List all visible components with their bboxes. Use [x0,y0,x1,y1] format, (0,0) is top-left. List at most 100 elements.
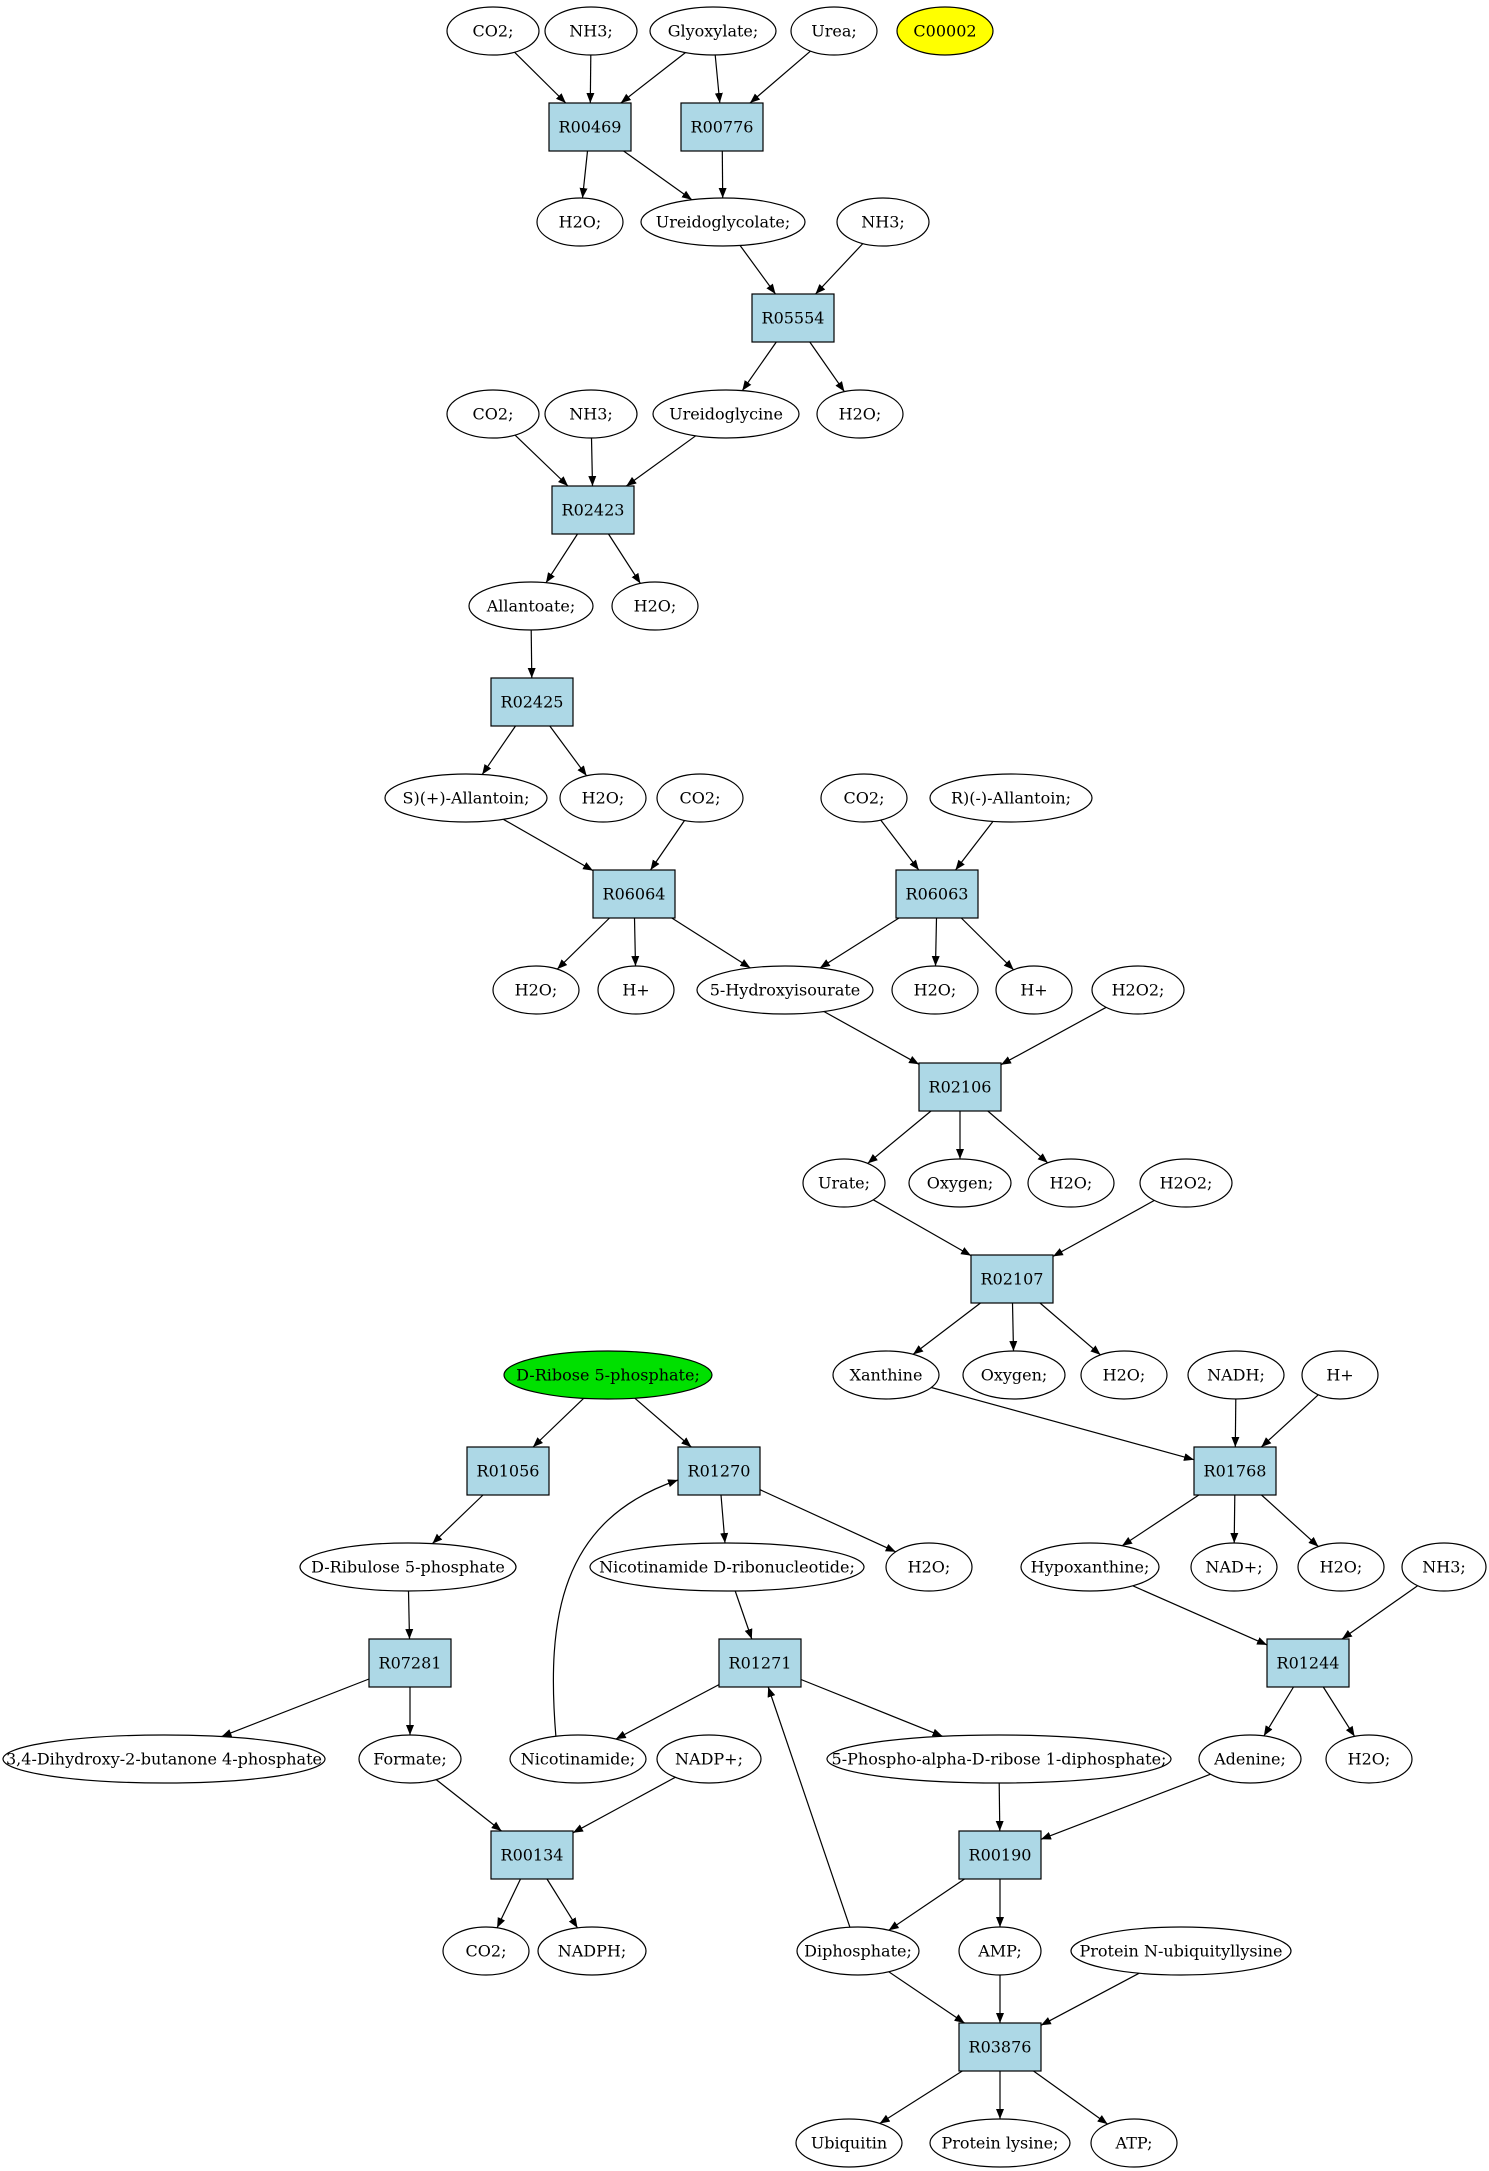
compound-ellipse [1027,1158,1115,1208]
compound-ellipse [544,389,638,439]
compound-node-m-h2o-2[interactable]: H2O; [816,389,904,439]
reaction-node-r-R06064[interactable]: R06064 [592,869,676,919]
node-label: R02106 [929,1078,992,1097]
node-label: Ubiquitin [811,2134,887,2153]
compound-node-m-nadph[interactable]: NADPH; [537,1926,647,1976]
compound-node-m-c00002[interactable]: C00002 [896,6,994,56]
compound-node-m-xanthine[interactable]: Xanthine [832,1350,940,1400]
compound-node-m-h2o-8[interactable]: H2O; [1080,1350,1168,1400]
compound-node-m-protein-lysine[interactable]: Protein lysine; [929,2118,1071,2168]
reaction-node-r-R03876[interactable]: R03876 [958,2022,1042,2072]
edge-m-nicotinamide-to-r-R01270 [552,1479,679,1739]
edge-m-co2-3-to-r-R06064 [650,820,686,871]
reaction-node-r-R02106[interactable]: R02106 [918,1062,1002,1112]
compound-node-m-ureidoglycolate[interactable]: Ureidoglycolate; [640,197,806,247]
node-label: Adenine; [1213,1750,1286,1769]
reaction-node-r-R01271[interactable]: R01271 [718,1638,802,1688]
compound-node-m-h2o-6[interactable]: H2O; [891,965,979,1015]
compound-node-m-h2o-5[interactable]: H2O; [492,965,580,1015]
compound-node-m-h2o-1[interactable]: H2O; [536,197,624,247]
edge-r-R07281-to-m-dhbp [221,1678,370,1738]
compound-node-m-amp[interactable]: AMP; [958,1926,1042,1976]
compound-node-m-h2o2-1[interactable]: H2O2; [1091,965,1185,1015]
compound-node-m-hypoxanthine[interactable]: Hypoxanthine; [1020,1542,1160,1592]
reaction-node-r-R01270[interactable]: R01270 [677,1446,761,1496]
compound-node-m-glyox[interactable]: Glyoxylate; [649,6,777,56]
compound-node-m-nmn[interactable]: Nicotinamide D-ribonucleotide; [589,1542,865,1592]
edge-m-nadh-to-r-R01768 [1231,1398,1240,1448]
compound-node-m-urate[interactable]: Urate; [802,1158,886,1208]
compound-node-m-diphosphate[interactable]: Diphosphate; [796,1926,920,1976]
compound-node-m-nh3-1[interactable]: NH3; [544,6,638,56]
compound-node-m-ureidoglycine[interactable]: Ureidoglycine [652,389,800,439]
reaction-node-r-R00134[interactable]: R00134 [490,1830,574,1880]
edge-r-R03876-to-m-atp [1033,2070,1108,2125]
node-label: Oxygen; [927,1174,994,1193]
compound-node-m-5hiu[interactable]: 5-Hydroxyisourate [696,965,874,1015]
reaction-node-r-R02107[interactable]: R02107 [970,1254,1054,1304]
edge-m-urate-to-r-R02107 [873,1199,972,1257]
compound-node-m-hplus-1[interactable]: H+ [597,965,675,1015]
compound-node-m-nicotinamide[interactable]: Nicotinamide; [509,1734,647,1784]
compound-node-m-h2o-9[interactable]: H2O; [885,1542,973,1592]
reaction-node-r-R02425[interactable]: R02425 [490,677,574,727]
compound-node-m-s-allantoin[interactable]: S)(+)-Allantoin; [384,773,548,823]
compound-node-m-nadplus[interactable]: NAD+; [1190,1542,1278,1592]
reaction-node-r-R01768[interactable]: R01768 [1193,1446,1277,1496]
compound-node-m-ribulose5p[interactable]: D-Ribulose 5-phosphate [299,1542,517,1592]
reaction-node-r-R05554[interactable]: R05554 [751,293,835,343]
compound-node-m-co2-1[interactable]: CO2; [446,6,540,56]
compound-node-m-nadh[interactable]: NADH; [1187,1350,1285,1400]
compound-node-m-protein-ubl[interactable]: Protein N-ubiquityllysine [1070,1926,1292,1976]
node-label: 5-Phospho-alpha-D-ribose 1-diphosphate; [832,1750,1167,1769]
reaction-node-r-R00776[interactable]: R00776 [680,102,764,152]
edge-r-R06064-to-m-5hiu [671,917,751,969]
compound-node-m-h2o2-2[interactable]: H2O2; [1139,1158,1233,1208]
compound-node-m-urea[interactable]: Urea; [790,6,878,56]
reaction-node-r-R00190[interactable]: R00190 [958,1830,1042,1880]
compound-node-m-nh3-4[interactable]: NH3; [1401,1542,1487,1592]
reaction-box [551,485,635,535]
compound-node-m-h2o-10[interactable]: H2O; [1297,1542,1385,1592]
reaction-node-r-R06063[interactable]: R06063 [895,869,979,919]
compound-node-m-co2-5[interactable]: CO2; [442,1926,530,1976]
node-label: Nicotinamide; [521,1750,636,1769]
reaction-node-r-R00469[interactable]: R00469 [548,102,632,152]
node-label: Ureidoglycolate; [656,213,791,232]
compound-node-m-co2-2[interactable]: CO2; [446,389,540,439]
node-label: R00776 [691,118,754,137]
edge-r-R00469-to-m-h2o-1 [579,150,589,199]
compound-node-m-nadpplus[interactable]: NADP+; [656,1734,762,1784]
reaction-node-r-R07281[interactable]: R07281 [368,1638,452,1688]
compound-node-m-r-allantoin[interactable]: R)(-)-Allantoin; [929,773,1093,823]
node-label: H2O; [839,405,882,424]
compound-node-m-dhbp[interactable]: 3,4-Dihydroxy-2-butanone 4-phosphate [2,1734,326,1784]
compound-node-m-hplus-3[interactable]: H+ [1301,1350,1379,1400]
compound-ellipse [896,6,994,56]
compound-node-m-hplus-2[interactable]: H+ [995,965,1073,1015]
compound-node-m-oxygen-1[interactable]: Oxygen; [908,1158,1012,1208]
compound-node-m-nh3-2[interactable]: NH3; [836,197,930,247]
compound-node-m-co2-3[interactable]: CO2; [656,773,744,823]
compound-node-m-ribose5p[interactable]: D-Ribose 5-phosphate; [503,1350,713,1400]
compound-ellipse [446,6,540,56]
reaction-node-r-R01056[interactable]: R01056 [466,1446,550,1496]
compound-node-m-ubiquitin[interactable]: Ubiquitin [795,2118,903,2168]
reaction-node-r-R02423[interactable]: R02423 [551,485,635,535]
edge-m-nh3-1-to-r-R00469 [586,54,595,104]
edge-m-diphosphate-to-r-R03876 [888,1971,965,2024]
compound-node-m-h2o-11[interactable]: H2O; [1325,1734,1413,1784]
compound-node-m-h2o-7[interactable]: H2O; [1027,1158,1115,1208]
compound-node-m-h2o-4[interactable]: H2O; [559,773,647,823]
reaction-box [958,1830,1042,1880]
compound-node-m-adenine[interactable]: Adenine; [1198,1734,1302,1784]
compound-node-m-nh3-3[interactable]: NH3; [544,389,638,439]
compound-node-m-allantoate[interactable]: Allantoate; [468,581,594,631]
compound-node-m-h2o-3[interactable]: H2O; [611,581,699,631]
reaction-node-r-R01244[interactable]: R01244 [1266,1638,1350,1688]
compound-node-m-formate[interactable]: Formate; [358,1734,462,1784]
compound-node-m-prpp[interactable]: 5-Phospho-alpha-D-ribose 1-diphosphate; [826,1734,1172,1784]
compound-node-m-atp[interactable]: ATP; [1090,2118,1178,2168]
compound-node-m-co2-4[interactable]: CO2; [820,773,908,823]
compound-node-m-oxygen-2[interactable]: Oxygen; [962,1350,1066,1400]
